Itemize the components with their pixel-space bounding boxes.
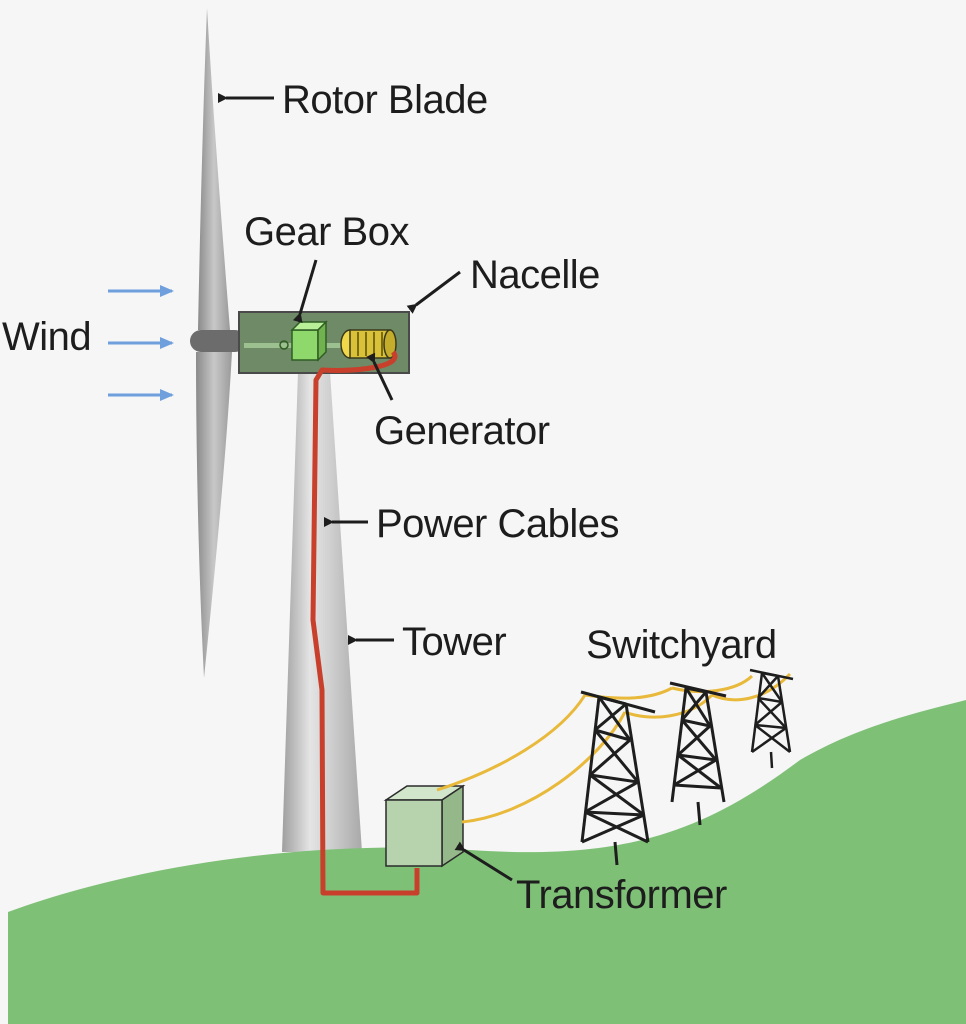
label-rotor-blade: Rotor Blade bbox=[282, 78, 488, 122]
callout-arrow-generator bbox=[366, 352, 394, 401]
callout-arrow-transformer bbox=[454, 841, 513, 882]
callout-arrow-gear-box bbox=[292, 259, 318, 324]
label-wind: Wind bbox=[2, 315, 91, 359]
label-switchyard: Switchyard bbox=[586, 623, 777, 667]
transformer bbox=[383, 784, 466, 868]
label-transformer: Transformer bbox=[516, 873, 727, 917]
label-power-cables: Power Cables bbox=[376, 502, 619, 546]
power-lines bbox=[436, 672, 792, 824]
rotor-hub bbox=[190, 330, 246, 352]
gearbox bbox=[279, 320, 328, 362]
rotor-blade-upper bbox=[198, 8, 230, 330]
pylon-3 bbox=[749, 668, 794, 769]
generator bbox=[340, 329, 397, 359]
label-nacelle: Nacelle bbox=[470, 253, 600, 297]
tower bbox=[282, 372, 362, 852]
rotor-blade-lower bbox=[196, 352, 232, 678]
label-gear-box: Gear Box bbox=[244, 210, 409, 254]
power-cable bbox=[310, 350, 420, 896]
pylon-1 bbox=[580, 690, 656, 866]
callout-arrows bbox=[218, 93, 513, 882]
label-generator: Generator bbox=[374, 409, 550, 453]
pylon-2 bbox=[669, 681, 727, 826]
callout-arrow-nacelle bbox=[406, 270, 461, 314]
wind-arrows-icon bbox=[108, 285, 174, 401]
label-tower: Tower bbox=[402, 620, 506, 664]
ground bbox=[8, 700, 966, 1024]
